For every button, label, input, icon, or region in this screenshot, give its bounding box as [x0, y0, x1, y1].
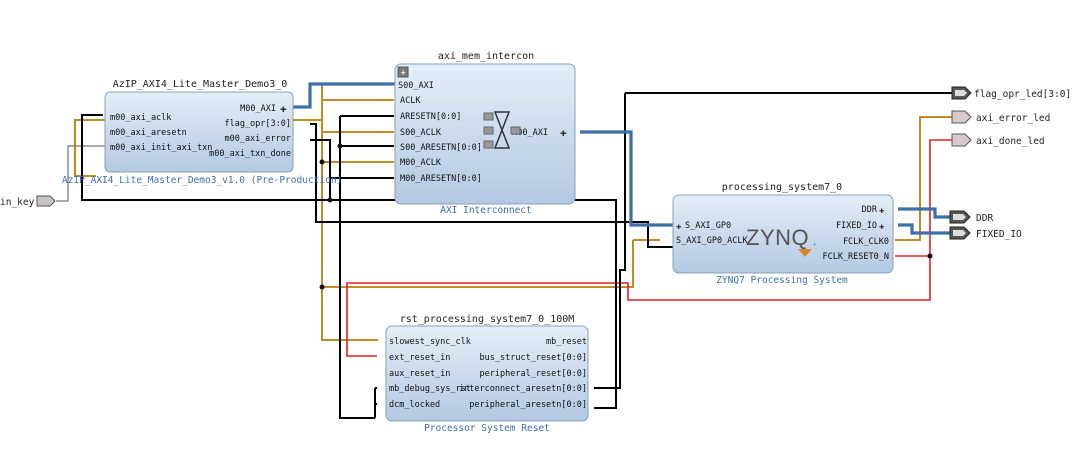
port-axi-error-led[interactable]: axi_error_led: [951, 110, 1050, 124]
pin-label: slowest_sync_clk: [389, 337, 471, 347]
pin-label: m00_axi_aclk: [110, 113, 171, 123]
plus-icon[interactable]: ✚: [676, 222, 682, 232]
pin-label: m00_axi_aresetn: [110, 128, 187, 138]
port-label: flag_opr_led[3:0]: [974, 89, 1071, 100]
block-subtitle: AXI Interconnect: [440, 205, 532, 216]
pin-label: S00_ACLK: [400, 128, 442, 138]
pin-label: m00_axi_init_axi_txn: [110, 143, 212, 153]
junction-dot: [327, 197, 333, 203]
plus-icon[interactable]: ✚: [879, 206, 885, 216]
junction-dot: [927, 253, 933, 259]
pin-label: mb_debug_sys_rst: [389, 384, 471, 394]
zynq-logo: ZYNQ: [746, 225, 809, 250]
pin-label: interconnect_aresetn[0:0]: [459, 384, 587, 394]
pin-label: ACLK: [400, 96, 421, 106]
block-title: rst_processing_system7_0_100M: [400, 314, 575, 325]
block-title: axi_mem_intercon: [438, 51, 534, 62]
crossbar-icon: [483, 111, 521, 149]
port-label: in_key: [0, 197, 35, 208]
pin-label: M00_AXI: [240, 104, 276, 114]
port-label: axi_error_led: [976, 113, 1050, 124]
port-axi-done-led[interactable]: axi_done_led: [951, 133, 1045, 147]
pin-label: peripheral_reset[0:0]: [480, 369, 587, 379]
block-subtitle: AzIP_AXI4_Lite_Master_Demo3_v1.0 (Pre-Pr…: [62, 175, 342, 186]
zynq-logo-swoosh: [798, 249, 812, 257]
pin-label: FIXED_IO: [836, 221, 877, 231]
pin-label: flag_opr[3:0]: [224, 119, 291, 129]
pin-label: aux_reset_in: [389, 369, 450, 379]
block-axi-interconnect[interactable]: axi_mem_intercon + S00_AXI ACLK ARESETN[…: [394, 51, 576, 216]
pin-label: FCLK_RESET0_N: [822, 252, 889, 262]
pin-label: m00_axi_error: [224, 134, 291, 144]
pin-label: DDR: [862, 205, 878, 215]
pin-label: mb_reset: [546, 337, 587, 347]
plus-icon[interactable]: ✚: [560, 126, 567, 139]
pin-label: M00_ARESETN[0:0]: [400, 174, 482, 184]
port-label: DDR: [976, 213, 993, 224]
plus-icon[interactable]: ✚: [280, 102, 287, 115]
axi-bus-slave[interactable]: [580, 130, 673, 227]
pin-label: m00_axi_txn_done: [209, 149, 291, 159]
ddr-bus[interactable]: [898, 207, 950, 219]
block-processor-reset[interactable]: rst_processing_system7_0_100M slowest_sy…: [385, 314, 589, 434]
pin-label: FCLK_CLK0: [843, 237, 889, 247]
junction-dot: [319, 284, 325, 290]
pin-label: S_AXI_GP0: [685, 221, 731, 231]
signal-nets[interactable]: [81, 92, 952, 419]
plus-icon: +: [401, 69, 407, 79]
pin-label: S00_ARESETN[0:0]: [400, 143, 482, 153]
pin-label: S00_AXI: [398, 81, 434, 91]
pin-label: ARESETN[0:0]: [400, 112, 461, 122]
block-title: processing_system7_0: [722, 182, 842, 193]
pin-label: ext_reset_in: [389, 353, 450, 363]
axi-bus-master[interactable]: [292, 82, 396, 109]
pin-label: M00_AXI: [512, 128, 548, 138]
port-in-key[interactable]: in_key: [0, 195, 56, 208]
block-subtitle: Processor System Reset: [424, 423, 550, 434]
pin-label: bus_struct_reset[0:0]: [480, 353, 587, 363]
junction-dot: [319, 159, 325, 165]
collapse-icon[interactable]: [397, 66, 409, 78]
pin-label: S_AXI_GP0_ACLK: [676, 236, 749, 246]
port-flag-opr-led[interactable]: flag_opr_led[3:0]: [951, 86, 1071, 100]
block-subtitle: ZYNQ7 Processing System: [716, 275, 848, 286]
pin-label: dcm_locked: [389, 400, 440, 410]
port-label: FIXED_IO: [976, 229, 1022, 240]
plus-icon[interactable]: ✚: [879, 222, 885, 232]
port-ddr[interactable]: DDR: [949, 210, 993, 224]
port-label: axi_done_led: [976, 136, 1045, 147]
fixed-io-bus[interactable]: [898, 223, 950, 235]
zynq-logo-dot: .: [812, 238, 817, 248]
block-title: AzIP_AXI4_Lite_Master_Demo3_0: [113, 79, 288, 90]
junction-dot: [337, 143, 343, 149]
pin-label: M00_ACLK: [400, 158, 442, 168]
pin-label: peripheral_aresetn[0:0]: [469, 400, 587, 410]
port-fixed-io[interactable]: FIXED_IO: [949, 226, 1022, 240]
in-key-net[interactable]: [56, 145, 105, 202]
reset-net[interactable]: [346, 139, 952, 357]
wires: [56, 82, 952, 419]
block-azip-master[interactable]: AzIP_AXI4_Lite_Master_Demo3_0 m00_axi_ac…: [62, 79, 342, 186]
block-zynq-ps[interactable]: processing_system7_0 S_AXI_GP0 S_AXI_GP0…: [672, 182, 894, 286]
